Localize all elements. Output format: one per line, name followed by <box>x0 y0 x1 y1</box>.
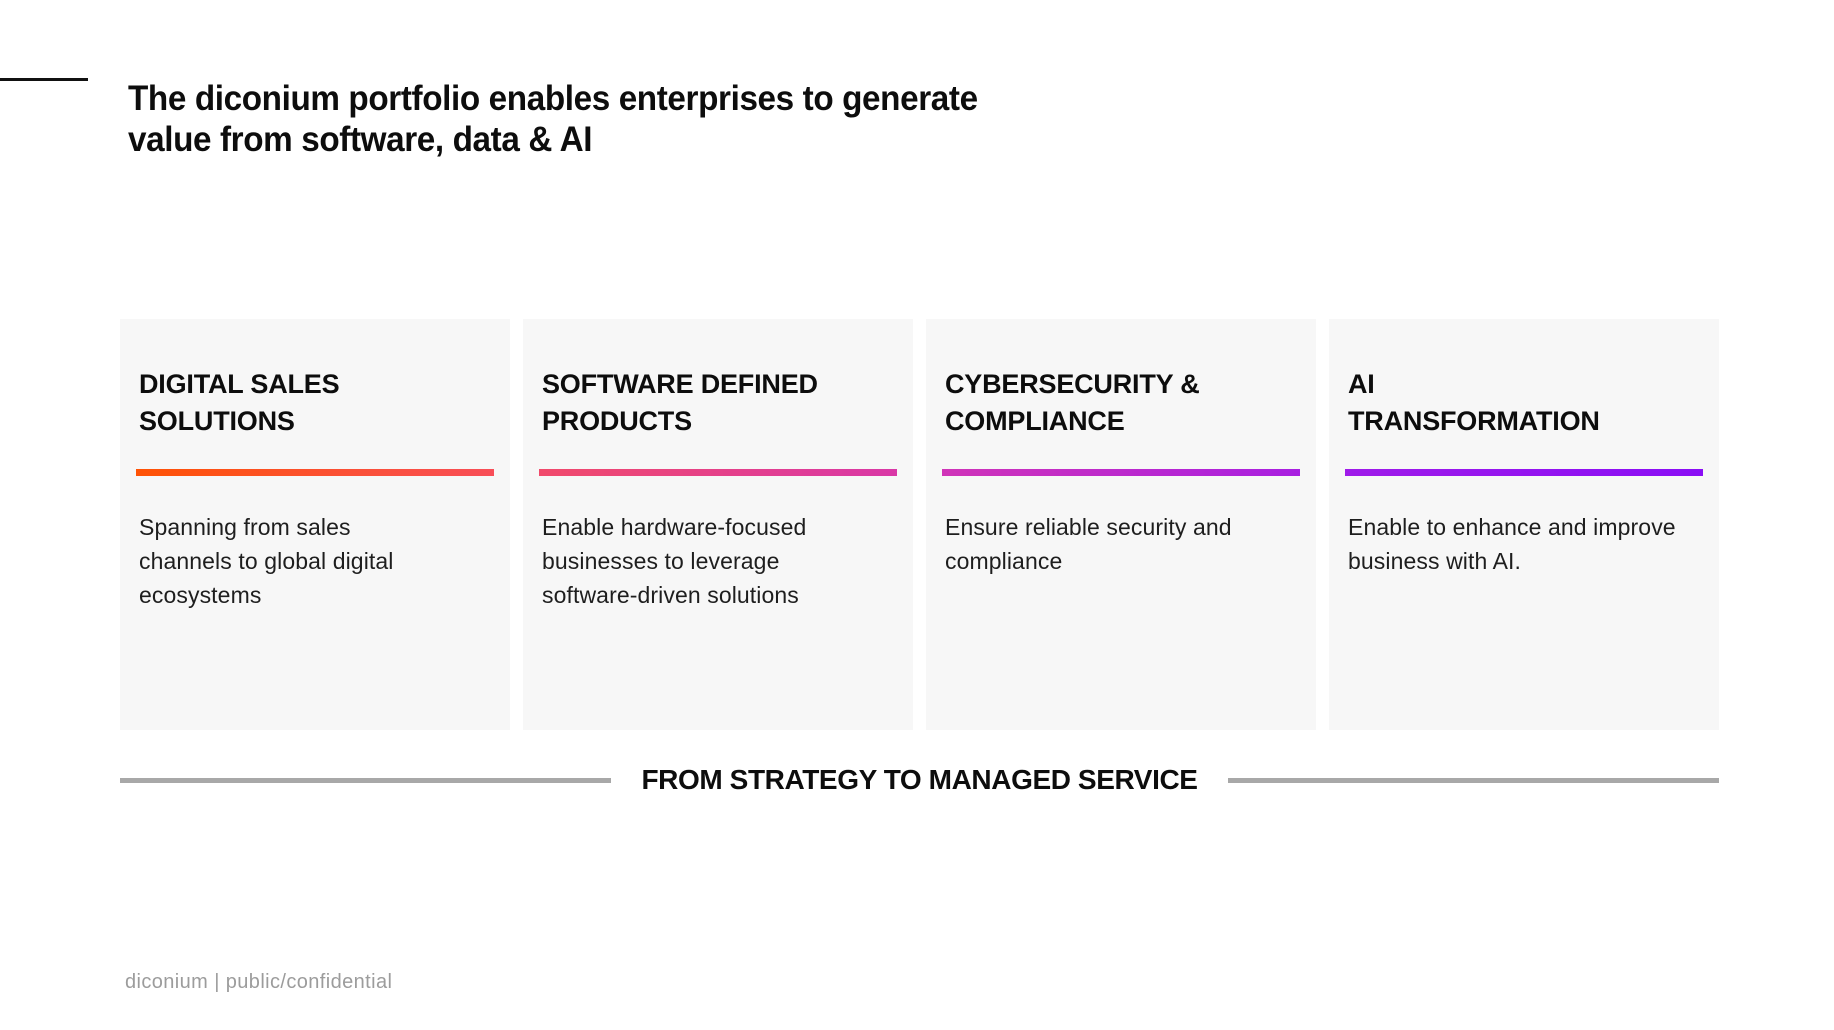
card-description: Ensure reliable security and compliance <box>945 514 1232 574</box>
card-accent-bar <box>539 469 897 476</box>
card-description: Enable hardware-focused businesses to le… <box>542 514 807 608</box>
card-title: CYBERSECURITY & COMPLIANCE <box>945 369 1200 436</box>
card-ai-transformation: AI TRANSFORMATION Enable to enhance and … <box>1329 319 1719 730</box>
card-description: Enable to enhance and improve business w… <box>1348 514 1676 574</box>
banner-left-line <box>120 777 612 783</box>
card-accent-bar <box>136 469 494 476</box>
card-title: SOFTWARE DEFINED PRODUCTS <box>542 369 818 436</box>
card-title: AI TRANSFORMATION <box>1348 369 1600 436</box>
card-software-defined-products: SOFTWARE DEFINED PRODUCTS Enable hardwar… <box>523 319 913 730</box>
card-title: DIGITAL SALES SOLUTIONS <box>139 369 340 436</box>
card-accent-bar <box>1345 469 1703 476</box>
strategy-banner: FROM STRATEGY TO MANAGED SERVICE <box>120 764 1720 796</box>
portfolio-cards-row: DIGITAL SALES SOLUTIONS Spanning from sa… <box>120 319 1719 730</box>
banner-label: FROM STRATEGY TO MANAGED SERVICE <box>641 764 1198 795</box>
slide-title: The diconium portfolio enables enterpris… <box>128 79 978 160</box>
top-left-rule <box>0 78 88 81</box>
card-digital-sales-solutions: DIGITAL SALES SOLUTIONS Spanning from sa… <box>120 319 510 730</box>
card-cybersecurity-compliance: CYBERSECURITY & COMPLIANCE Ensure reliab… <box>926 319 1316 730</box>
card-accent-bar <box>942 469 1300 476</box>
footer-text: diconium | public/confidential <box>125 971 393 993</box>
card-description: Spanning from sales channels to global d… <box>139 514 394 608</box>
banner-right-line <box>1227 777 1720 783</box>
